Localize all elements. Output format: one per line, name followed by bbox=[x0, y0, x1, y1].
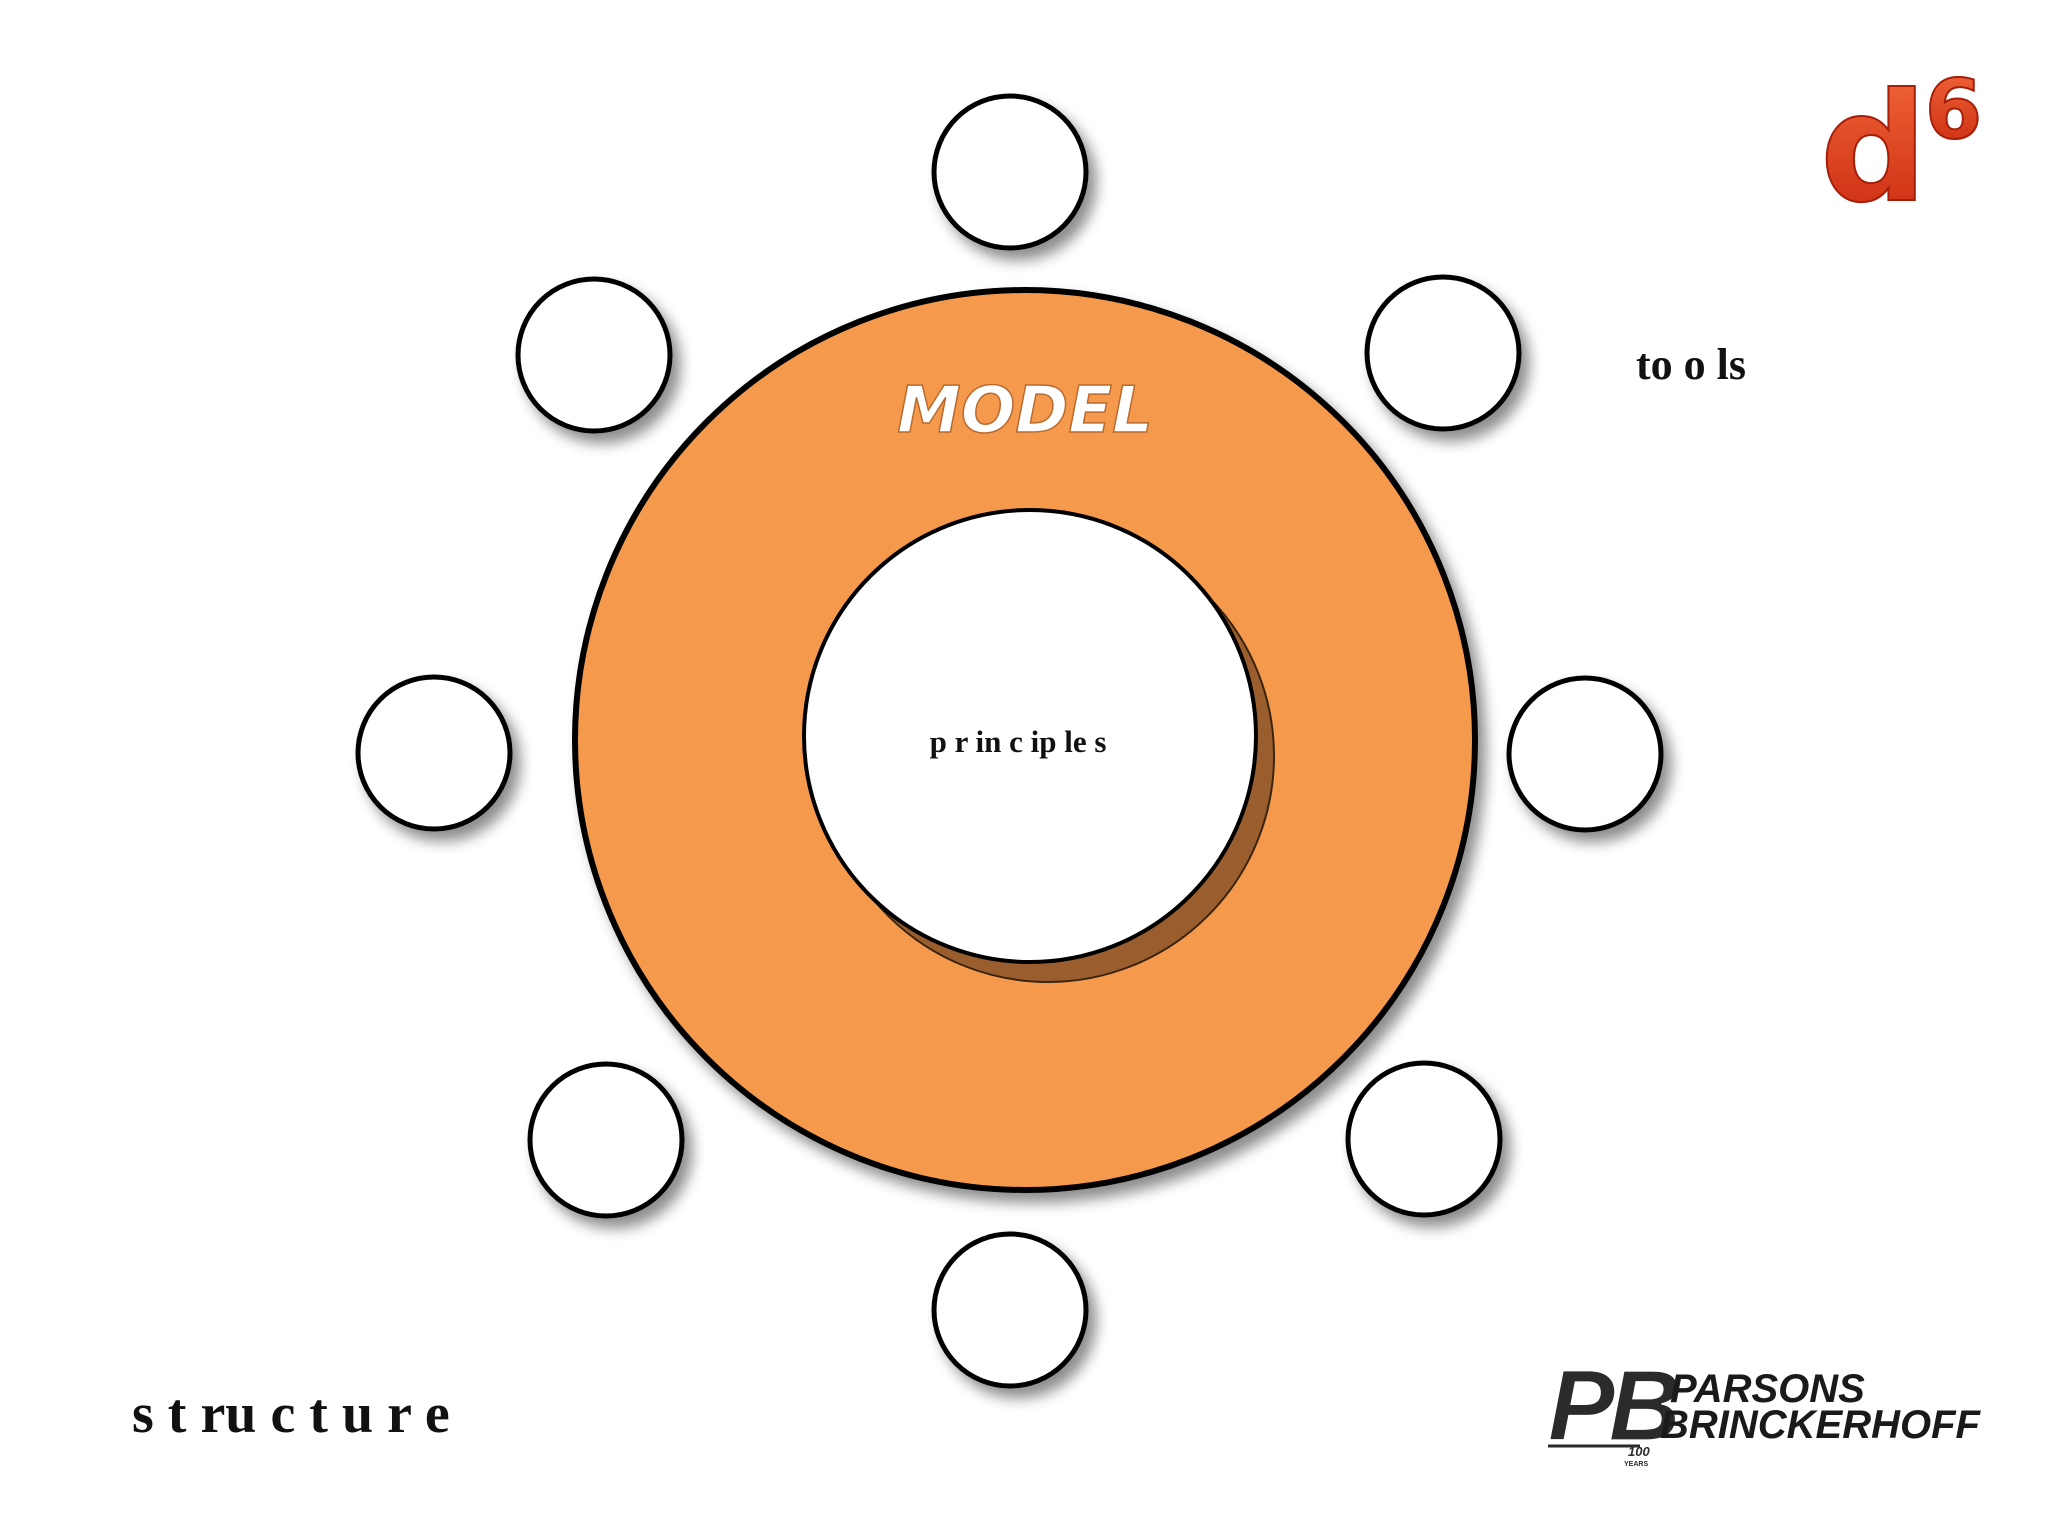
company-logo: PB 100 YEARS PARSONS BRINCKERHOFF bbox=[1547, 1349, 1982, 1468]
company-name-line1: PARSONS bbox=[1670, 1367, 1865, 1411]
satellite-circle bbox=[931, 93, 1089, 251]
model-label: MODEL bbox=[897, 374, 1153, 448]
structure-label: s t ru c t u r e bbox=[132, 1383, 450, 1445]
satellite-circles bbox=[355, 93, 1664, 1389]
d6-logo-superscript: 6 bbox=[1925, 63, 1982, 158]
principles-label: p r in c ip le s bbox=[930, 724, 1107, 759]
satellite-circle bbox=[355, 674, 513, 832]
d6-logo-letter: d bbox=[1820, 62, 1927, 236]
satellite-circle bbox=[931, 1231, 1089, 1389]
principles-circle bbox=[802, 508, 1258, 964]
d6-logo: d 6 bbox=[1819, 61, 1983, 237]
satellite-circle bbox=[527, 1061, 685, 1219]
satellite-circle bbox=[1345, 1060, 1503, 1218]
satellite-circle bbox=[1364, 274, 1522, 432]
company-logo-mark: PB bbox=[1548, 1350, 1678, 1462]
company-name-line2: BRINCKERHOFF bbox=[1660, 1403, 1982, 1447]
satellite-circle bbox=[1506, 675, 1664, 833]
tools-label: to o ls bbox=[1636, 340, 1746, 389]
company-logo-badge: 100 bbox=[1628, 1444, 1650, 1459]
satellite-circle bbox=[515, 276, 673, 434]
company-logo-badge-sub: YEARS bbox=[1624, 1461, 1648, 1468]
